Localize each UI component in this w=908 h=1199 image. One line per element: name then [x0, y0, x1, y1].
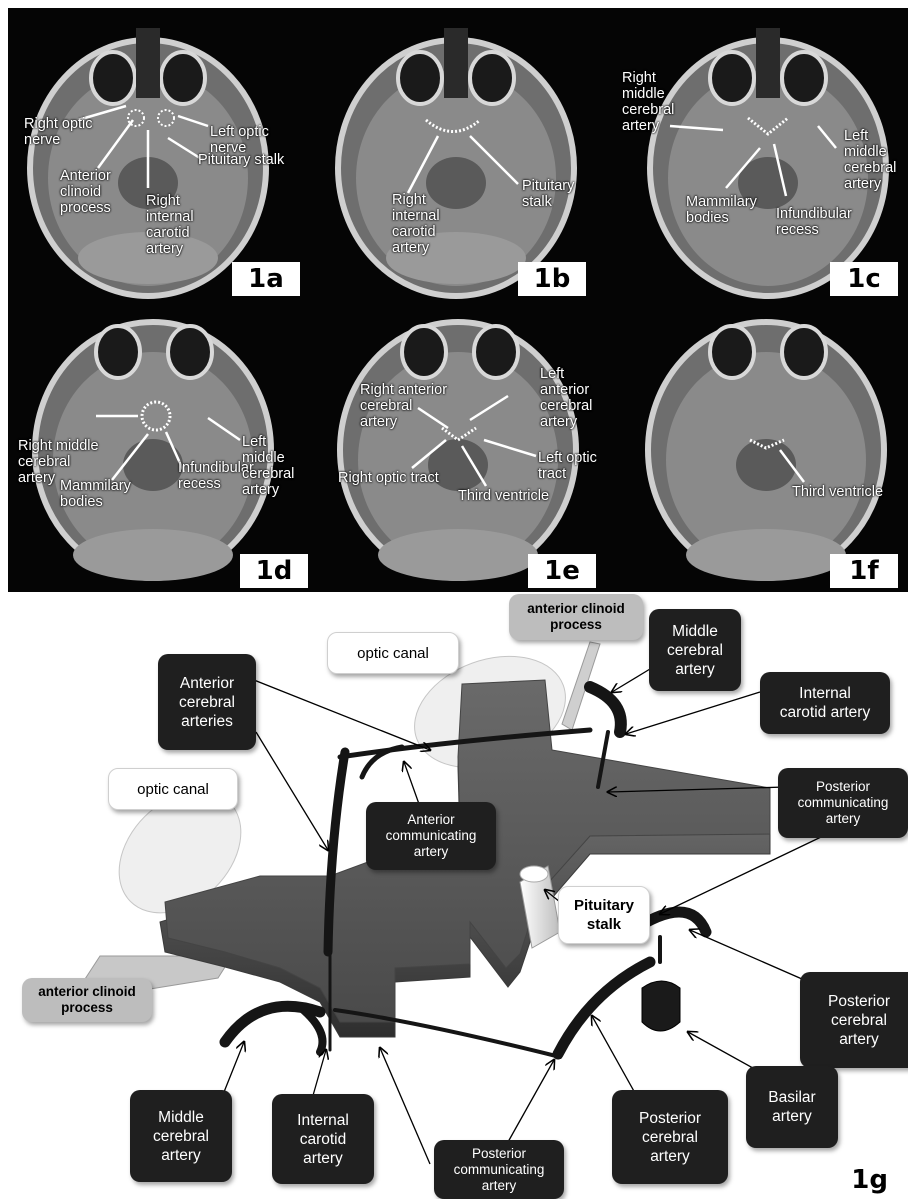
label-middle-cerebral-artery-bottom: Middle cerebral artery: [130, 1090, 232, 1182]
label-right-optic-tract: Right optic tract: [338, 470, 439, 486]
panel-id-1a: 1a: [232, 262, 300, 296]
mri-panel-1b: Right internal carotid artery Pituitary …: [308, 8, 608, 300]
panel-id-1b: 1b: [518, 262, 586, 296]
label-internal-carotid-artery-bottom: Internal carotid artery: [272, 1094, 374, 1184]
label-anterior-clinoid-process: Anterior clinoid process: [60, 168, 111, 216]
mri-panel-1e: Right anterior cerebral artery Left ante…: [308, 300, 608, 592]
figure-id-1g: 1g: [851, 1165, 888, 1195]
label-anterior-clinoid-process-top: anterior clinoid process: [509, 594, 643, 640]
mri-panel-1d: Right middle cerebral artery Mammilary b…: [8, 300, 308, 592]
label-optic-canal-top: optic canal: [327, 632, 459, 674]
mri-panel-1a: Right optic nerve Anterior clinoid proce…: [8, 8, 308, 300]
mri-panel-1f: Third ventricle 1f: [608, 300, 908, 592]
mri-axial-slice-image: [608, 300, 908, 592]
label-anterior-cerebral-arteries: Anterior cerebral arteries: [158, 654, 256, 750]
label-mammilary-bodies: Mammilary bodies: [686, 194, 757, 226]
label-left-middle-cerebral-artery: Left middle cerebral artery: [242, 434, 308, 498]
panel-id-1e: 1e: [528, 554, 596, 588]
label-right-internal-carotid-artery: Right internal carotid artery: [146, 193, 194, 257]
label-posterior-cerebral-artery-bottom: Posterior cerebral artery: [612, 1090, 728, 1184]
mri-panel-grid: Right optic nerve Anterior clinoid proce…: [8, 8, 908, 592]
label-optic-canal-left: optic canal: [108, 768, 238, 810]
schematic-diagram-1g: anterior clinoid process optic canal Mid…: [0, 592, 908, 1199]
label-third-ventricle: Third ventricle: [458, 488, 549, 504]
label-posterior-cerebral-artery-right: Posterior cerebral artery: [800, 972, 908, 1068]
label-anterior-clinoid-process-left: anterior clinoid process: [22, 978, 152, 1022]
label-right-optic-nerve: Right optic nerve: [24, 116, 93, 148]
label-internal-carotid-artery-top: Internal carotid artery: [760, 672, 890, 734]
label-right-internal-carotid-artery: Right internal carotid artery: [392, 192, 440, 256]
label-middle-cerebral-artery-top: Middle cerebral artery: [649, 609, 741, 691]
label-right-anterior-cerebral-artery: Right anterior cerebral artery: [360, 382, 447, 430]
label-left-anterior-cerebral-artery: Left anterior cerebral artery: [540, 366, 608, 430]
panel-id-1f: 1f: [830, 554, 898, 588]
label-left-optic-tract: Left optic tract: [538, 450, 597, 482]
label-left-middle-cerebral-artery: Left middle cerebral artery: [844, 128, 896, 192]
label-pituitary-stalk: Pituitary stalk: [558, 886, 650, 944]
panel-id-1d: 1d: [240, 554, 308, 588]
label-third-ventricle: Third ventricle: [792, 484, 883, 500]
label-posterior-communicating-artery-right: Posterior communicating artery: [778, 768, 908, 838]
panel-id-1c: 1c: [830, 262, 898, 296]
mri-axial-slice-image: [308, 8, 608, 300]
label-basilar-artery: Basilar artery: [746, 1066, 838, 1148]
label-right-middle-cerebral-artery: Right middle cerebral artery: [622, 70, 674, 134]
label-anterior-communicating-artery: Anterior communicating artery: [366, 802, 496, 870]
label-pituitary-stalk: Pituitary stalk: [198, 152, 284, 168]
mri-panel-1c: Right middle cerebral artery Mammilary b…: [608, 8, 908, 300]
label-infundibular-recess: Infundibular recess: [776, 206, 852, 238]
label-mammilary-bodies: Mammilary bodies: [60, 478, 131, 510]
label-pituitary-stalk: Pituitary stalk: [522, 178, 608, 210]
label-posterior-communicating-artery-bottom: Posterior communicating artery: [434, 1140, 564, 1199]
mri-axial-slice-image: [308, 300, 608, 592]
